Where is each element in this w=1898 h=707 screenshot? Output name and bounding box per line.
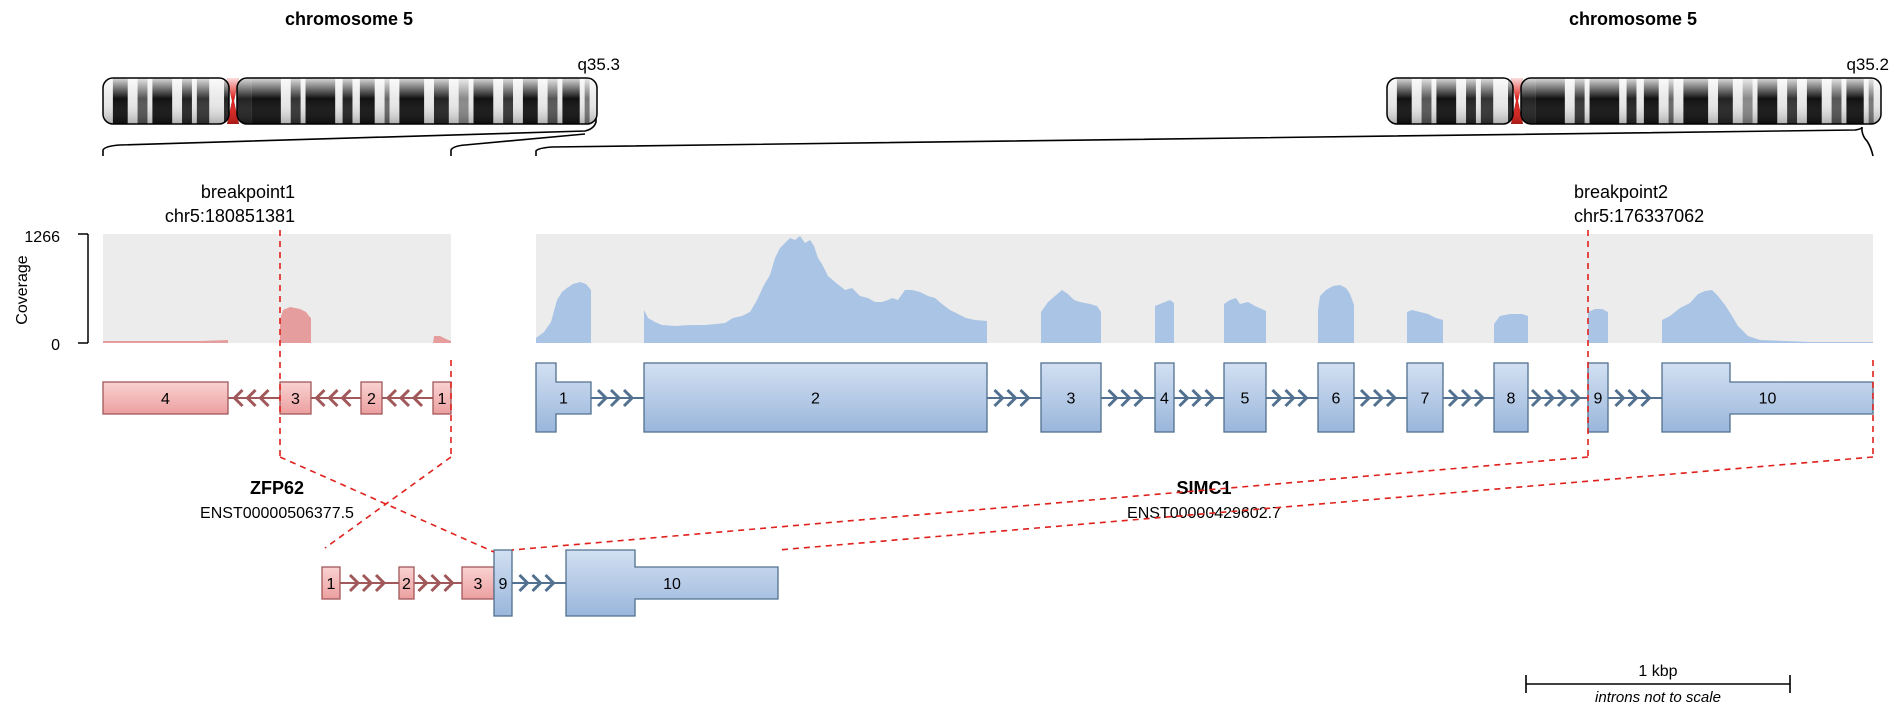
upstream-exon-3: 3 bbox=[279, 381, 312, 415]
downstream-exon-9-label: 9 bbox=[1594, 391, 1603, 408]
downstream-gene-name: SIMC1 bbox=[1176, 478, 1231, 498]
upstream-gene-name: ZFP62 bbox=[250, 478, 304, 498]
coverage-track-downstream bbox=[536, 234, 1873, 343]
upstream-exon-3-label: 3 bbox=[291, 391, 300, 408]
upstream-exon-1-label: 1 bbox=[438, 391, 447, 408]
fusion-cross-line bbox=[324, 456, 452, 549]
right-zoom-brace bbox=[535, 126, 1874, 157]
breakpoint2-label: breakpoint2 bbox=[1574, 182, 1668, 202]
scale-bar-label: 1 kbp bbox=[1638, 663, 1677, 680]
downstream-exon-5-label: 5 bbox=[1241, 391, 1250, 408]
coverage-axis: 1266 0 Coverage bbox=[14, 229, 89, 354]
downstream-exon-5: 5 bbox=[1223, 362, 1267, 433]
downstream-exon-1-label: 1 bbox=[559, 391, 568, 408]
right-chromosome-title: chromosome 5 bbox=[1569, 9, 1697, 29]
downstream-gene-track: 1 2 3 4 5 6 7 8 9 10 bbox=[535, 362, 1874, 433]
downstream-exon-2: 2 bbox=[643, 362, 988, 433]
downstream-intron-5 bbox=[1266, 388, 1318, 408]
coverage-track-upstream bbox=[103, 234, 451, 343]
fusion-exon-1: 1 bbox=[321, 566, 341, 600]
upstream-exon-2: 2 bbox=[360, 381, 383, 415]
downstream-exon-10: 10 bbox=[1661, 362, 1874, 433]
fusion-exon-3-label: 3 bbox=[474, 576, 483, 593]
fusion-exon-3: 3 bbox=[461, 566, 495, 600]
downstream-intron-6 bbox=[1354, 388, 1407, 408]
downstream-exon-7: 7 bbox=[1406, 362, 1444, 433]
left-band-label: q35.3 bbox=[577, 55, 620, 74]
fusion-exon-9-label: 9 bbox=[499, 576, 508, 593]
fusion-exon-9: 9 bbox=[493, 549, 513, 617]
upstream-gene-track: 4 3 2 1 bbox=[102, 381, 452, 415]
fusion-intron-9-10 bbox=[512, 573, 566, 593]
coverage-min-label: 0 bbox=[51, 337, 60, 354]
upstream-exon-4: 4 bbox=[102, 381, 229, 415]
downstream-exon-10-label: 10 bbox=[1759, 391, 1777, 408]
fusion-exon-2: 2 bbox=[398, 566, 415, 600]
coverage-max-label: 1266 bbox=[24, 229, 60, 246]
downstream-exon-9: 9 bbox=[1587, 362, 1609, 433]
downstream-exon-7-label: 7 bbox=[1421, 391, 1430, 408]
scale-bar-note: introns not to scale bbox=[1595, 689, 1721, 706]
right-band-label: q35.2 bbox=[1846, 55, 1889, 74]
downstream-exon-6: 6 bbox=[1317, 362, 1355, 433]
upstream-intron-3-2 bbox=[311, 388, 361, 408]
fusion-junction-line bbox=[511, 456, 1589, 551]
upstream-exon-2-label: 2 bbox=[367, 391, 376, 408]
breakpoint-lines bbox=[279, 230, 1874, 553]
breakpoint2-position: chr5:176337062 bbox=[1574, 206, 1704, 226]
downstream-exon-1: 1 bbox=[535, 362, 592, 433]
downstream-exon-3-label: 3 bbox=[1067, 391, 1076, 408]
left-zoom-brace bbox=[102, 118, 597, 156]
downstream-exon-8-label: 8 bbox=[1507, 391, 1516, 408]
downstream-exon-4-label: 4 bbox=[1160, 391, 1169, 408]
downstream-intron-8 bbox=[1528, 388, 1588, 408]
upstream-intron-2-1 bbox=[382, 388, 433, 408]
fusion-intron-1-2 bbox=[340, 573, 399, 593]
downstream-exon-3: 3 bbox=[1040, 362, 1102, 433]
breakpoint1-position: chr5:180851381 bbox=[165, 206, 295, 226]
fusion-exon-2-label: 2 bbox=[402, 576, 411, 593]
breakpoint1-label: breakpoint1 bbox=[201, 182, 295, 202]
downstream-exon-6-label: 6 bbox=[1332, 391, 1341, 408]
downstream-intron-2 bbox=[987, 388, 1041, 408]
fusion-right-edge-line bbox=[777, 456, 1874, 551]
upstream-intron-4-3 bbox=[228, 388, 280, 408]
downstream-exon-4: 4 bbox=[1154, 362, 1175, 433]
downstream-intron-3 bbox=[1101, 388, 1155, 408]
downstream-intron-7 bbox=[1443, 388, 1494, 408]
upstream-exon-4-label: 4 bbox=[161, 391, 170, 408]
downstream-exon-2-label: 2 bbox=[811, 391, 820, 408]
upstream-transcript-id: ENST00000506377.5 bbox=[200, 505, 354, 522]
downstream-intron-9 bbox=[1608, 388, 1662, 408]
upstream-exon-1: 1 bbox=[432, 381, 452, 415]
fusion-exon-10: 10 bbox=[565, 549, 779, 617]
downstream-intron-1 bbox=[591, 388, 644, 408]
coverage-axis-title: Coverage bbox=[14, 255, 31, 324]
left-chromosome-ideogram bbox=[102, 77, 598, 125]
fusion-exon-1-label: 1 bbox=[327, 576, 336, 593]
downstream-exon-8: 8 bbox=[1493, 362, 1529, 433]
fusion-intron-2-3 bbox=[414, 573, 462, 593]
downstream-intron-4 bbox=[1174, 388, 1224, 408]
right-chromosome-ideogram bbox=[1386, 77, 1882, 125]
fusion-exon-10-label: 10 bbox=[663, 576, 681, 593]
left-chromosome-title: chromosome 5 bbox=[285, 9, 413, 29]
scale-bar: 1 kbp introns not to scale bbox=[1525, 663, 1791, 706]
